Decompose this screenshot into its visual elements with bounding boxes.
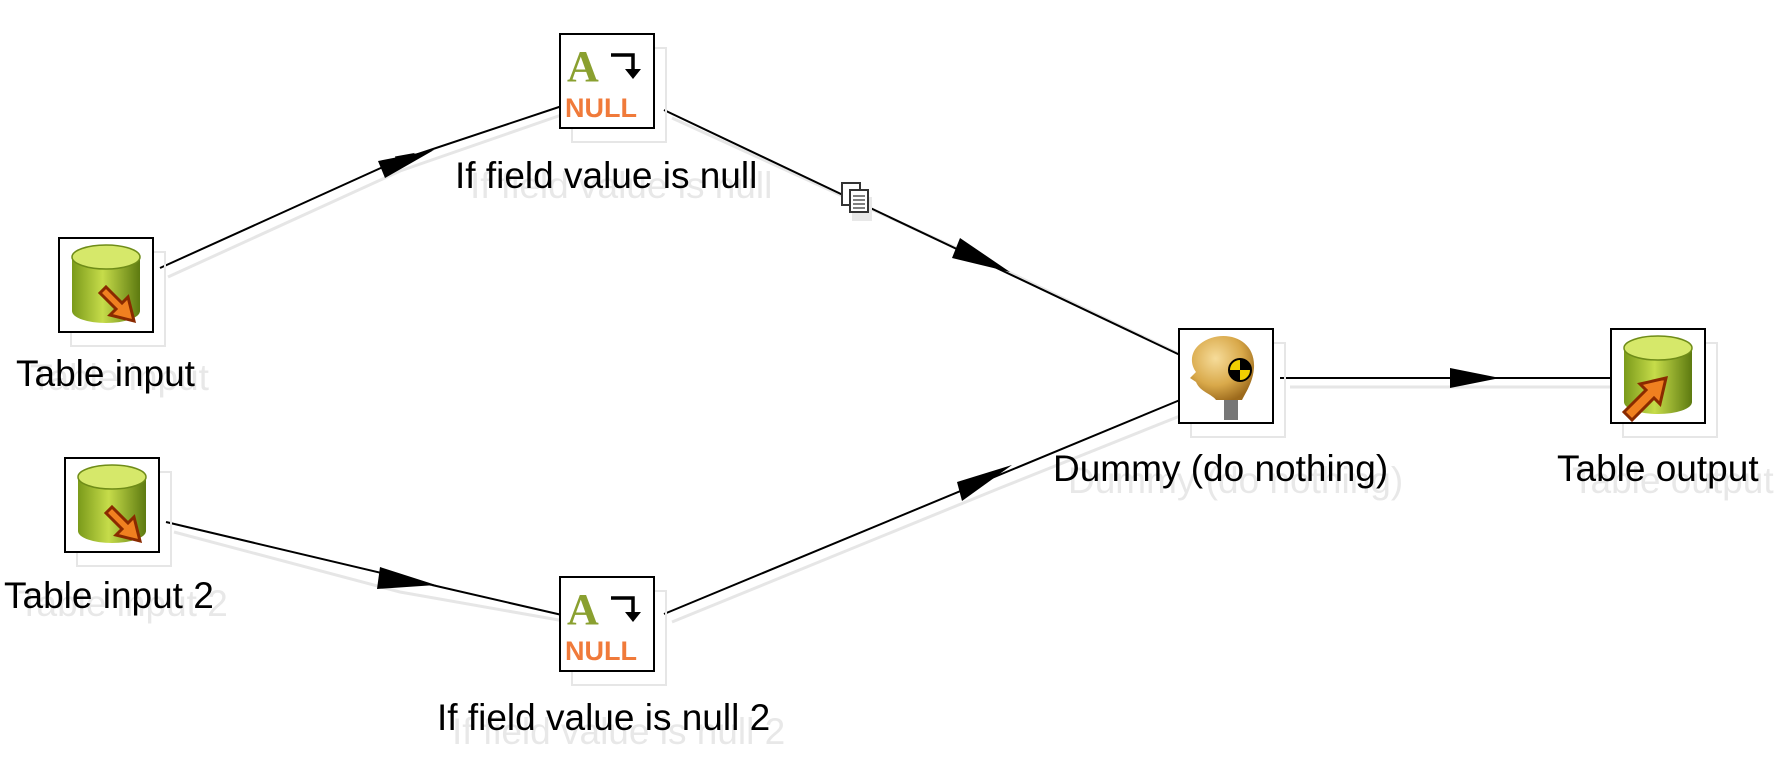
hop-table-input-2-to-if-null-2[interactable] [165,521,563,616]
hop-if-null-2-to-dummy[interactable] [663,399,1181,615]
hop-dummy-to-table-output[interactable] [1280,368,1610,388]
table-input-2-icon-box[interactable] [64,457,160,553]
hop-shadows [167,110,1630,624]
dummy-icon [1190,336,1255,420]
dummy-icon-box[interactable] [1178,328,1274,424]
svg-text:A: A [567,42,599,91]
if-null-icon: A NULL [565,585,641,666]
label-shadow: Table input [30,357,209,398]
table-output-icon [1621,335,1693,422]
hop-if-null-to-dummy[interactable] [663,109,1181,356]
svg-text:NULL: NULL [565,93,637,123]
if-null-icon: A NULL [565,42,641,123]
label-shadow: Table input 2 [18,583,228,624]
step-label-dummy-do-nothing: Dummy (do nothing) [1053,448,1389,489]
svg-text:NULL: NULL [565,636,637,666]
copy-rows-icon [841,182,872,221]
step-label-if-field-value-is-null: If field value is null [455,155,758,196]
if-null-2-icon-box[interactable]: A NULL [559,576,655,672]
step-label-table-output: Table output [1557,448,1759,489]
if-null-icon-box[interactable]: A NULL [559,33,655,129]
label-shadow: If field value is null 2 [452,711,786,752]
table-input-icon [77,464,147,544]
table-input-icon [71,244,141,324]
hop-table-input-to-if-null[interactable] [159,105,563,269]
step-label-table-input: Table input [16,353,195,394]
svg-text:A: A [567,585,599,634]
table-output-icon-box[interactable] [1610,328,1706,424]
table-input-icon-box[interactable] [58,237,154,333]
label-shadow: Table output [1572,460,1774,501]
label-shadow: Dummy (do nothing) [1068,460,1404,501]
step-label-table-input-2: Table input 2 [4,575,214,616]
label-shadow: If field value is null [470,165,773,206]
step-label-if-field-value-is-null-2: If field value is null 2 [437,697,771,738]
